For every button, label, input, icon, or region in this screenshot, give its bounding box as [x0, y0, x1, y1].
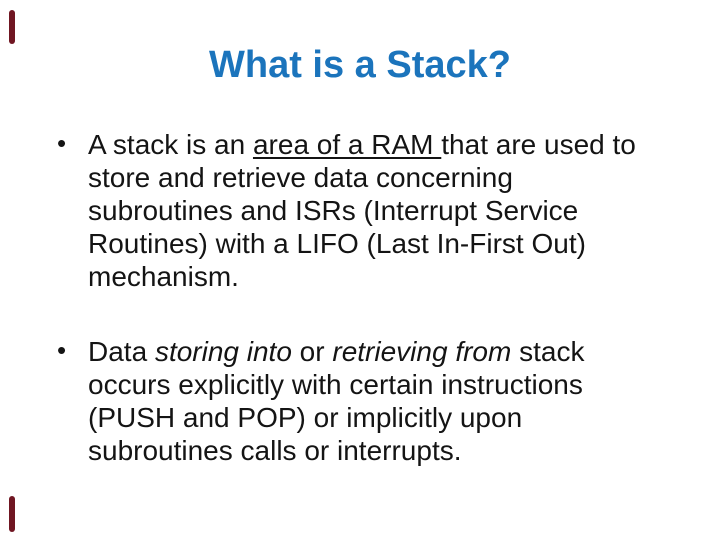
text-segment: stack [511, 336, 585, 367]
text-segment: A stack is an [88, 129, 253, 160]
text-line: Data storing into or retrieving from sta… [88, 335, 692, 368]
text-line: A stack is an area of a RAM that are use… [88, 128, 692, 161]
left-accent-bar-bottom [9, 496, 15, 532]
left-accent-bar-top [9, 10, 15, 44]
underlined-text-segment: area of a RAM [252, 129, 442, 160]
slide-body: • A stack is an area of a RAM that are u… [50, 128, 692, 467]
italic-text-segment: retrieving from [332, 336, 512, 367]
text-segment: Data [88, 336, 155, 367]
text-line: Routines) with a LIFO (Last In-First Out… [88, 228, 586, 259]
text-segment: that are used to [441, 129, 636, 160]
text-segment: or [291, 336, 333, 367]
text-line: occurs explicitly with certain instructi… [88, 369, 583, 400]
bullet-item-1: • A stack is an area of a RAM that are u… [50, 128, 692, 293]
text-line: subroutines calls or interrupts. [88, 435, 462, 466]
bullet-icon: • [57, 128, 67, 158]
bullet-icon: • [57, 335, 67, 365]
text-line: store and retrieve data concerning [88, 162, 513, 193]
bullet-item-2: • Data storing into or retrieving from s… [50, 335, 692, 467]
text-line: mechanism. [88, 261, 239, 292]
text-line: (PUSH and POP) or implicitly upon [88, 402, 523, 433]
text-line: subroutines and ISRs (Interrupt Service [88, 195, 579, 226]
italic-text-segment: storing into [154, 336, 292, 367]
slide-title: What is a Stack? [209, 44, 511, 86]
